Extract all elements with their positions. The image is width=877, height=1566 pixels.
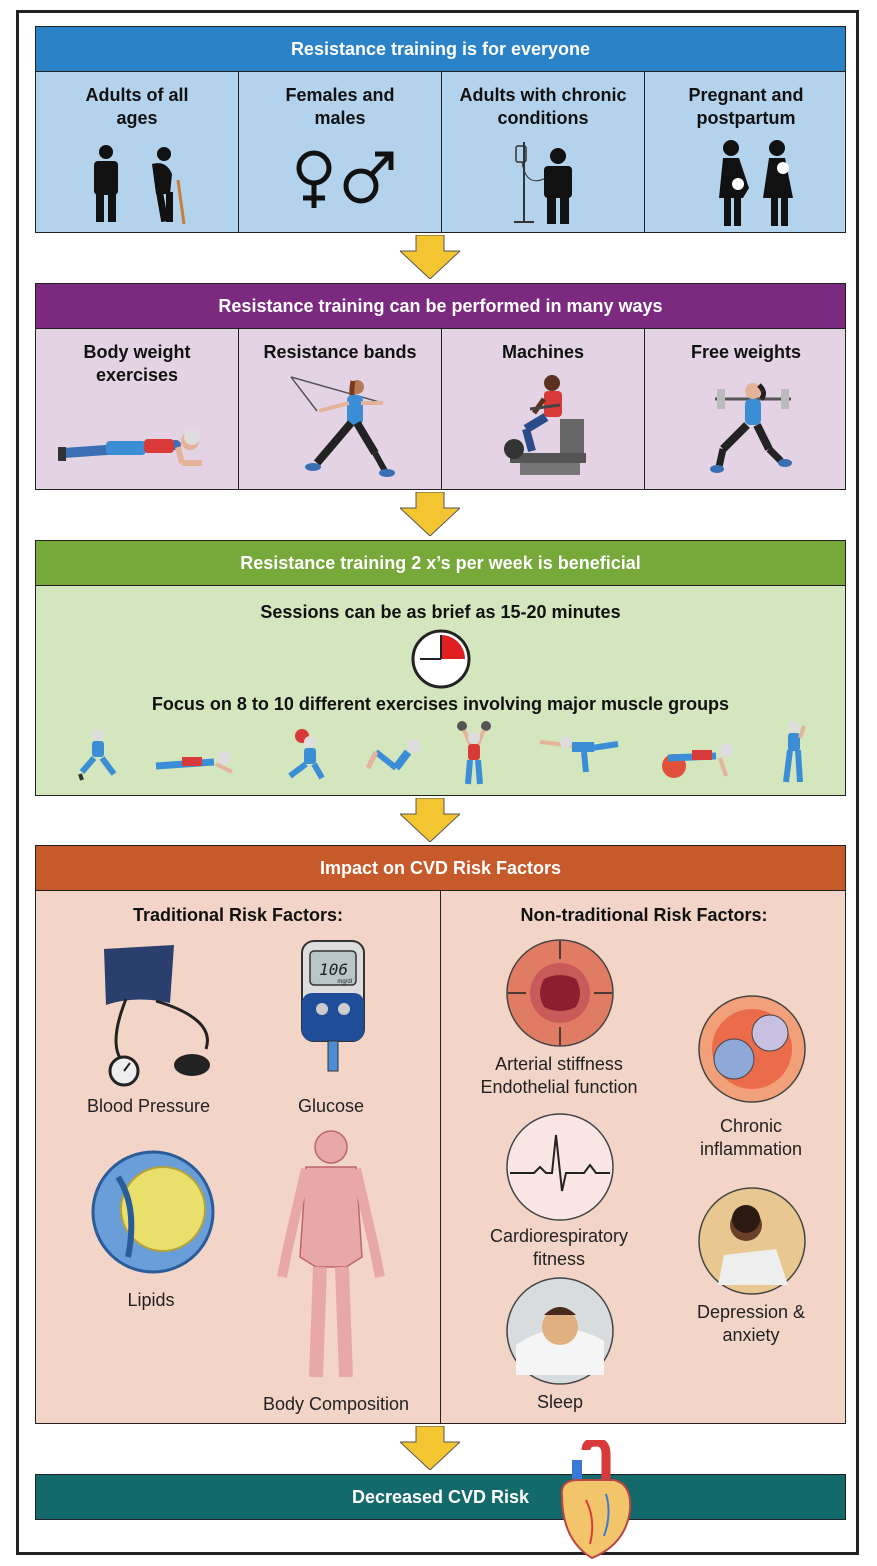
cell-label: Machines: [501, 342, 585, 362]
curl-figure-icon: [783, 721, 806, 783]
plank-figure-icon: [155, 751, 233, 774]
cell-label: Free weights: [690, 342, 802, 362]
cell-label: Body weight exercises: [83, 342, 191, 385]
cell-females-males: Females and males: [238, 72, 441, 232]
cell-pregnant: Pregnant and postpartum: [644, 72, 847, 232]
clock-icon: [411, 629, 471, 689]
inflammation-label: Chronic inflammation: [699, 1116, 803, 1159]
heart-icon: [560, 1440, 632, 1560]
section4-panel: Traditional Risk Factors: Blood Pressure…: [35, 891, 846, 1424]
cell-adults: Adults of all ages: [36, 72, 238, 232]
glucose-label: Glucose: [297, 1096, 365, 1116]
cell-bodyweight: Body weight exercises: [36, 329, 238, 489]
exercise-figures-row: [66, 720, 826, 786]
section3-header: Resistance training 2 x’s per week is be…: [35, 540, 846, 586]
adults-icon: [94, 145, 186, 224]
lunge-figure-icon: [78, 729, 117, 781]
ball-exercise-figure-icon: [662, 743, 733, 778]
arrow-down-icon: [400, 235, 460, 279]
infographic-frame: [16, 10, 859, 1555]
section3-panel: Sessions can be as brief as 15-20 minute…: [35, 586, 846, 796]
section5-title: Decreased CVD Risk: [351, 1486, 530, 1507]
section4-header: Impact on CVD Risk Factors: [35, 845, 846, 891]
cell-label: Pregnant and postpartum: [688, 85, 804, 128]
traditional-title: Traditional Risk Factors:: [132, 905, 344, 925]
section1-title: Resistance training is for everyone: [290, 38, 591, 59]
dumbbell-press-figure-icon: [457, 721, 491, 785]
section1-panel: Adults of all ages Females and males Adu…: [35, 72, 846, 233]
glucose-meter-icon: 106 mg/dl: [301, 940, 365, 1072]
artery-cross-section-icon: [506, 939, 614, 1047]
depression-person-icon: [698, 1187, 806, 1295]
cell-chronic: Adults with chronic conditions: [441, 72, 644, 232]
depression-label: Depression & anxiety: [696, 1302, 806, 1345]
blood-pressure-cuff-icon: [104, 945, 210, 1087]
section2-panel: Body weight exercises Resistance bands M…: [35, 329, 846, 490]
plank-person-icon: [58, 429, 202, 466]
resistance-band-person-icon: [290, 376, 395, 477]
balance-figure-icon: [539, 736, 619, 773]
cardio-label: Cardiorespiratory fitness: [489, 1226, 629, 1269]
sleep-label: Sleep: [536, 1392, 584, 1412]
sleep-person-icon: [506, 1277, 614, 1385]
iv-pole-person-icon: [514, 142, 572, 224]
arrow-down-icon: [400, 492, 460, 536]
gender-symbols-icon: [296, 150, 394, 208]
machine-person-icon: [504, 375, 586, 475]
cell-label: Adults of all ages: [85, 85, 189, 128]
cell-label: Females and males: [285, 85, 395, 128]
ecg-trace-icon: [506, 1113, 614, 1221]
lipid-particle-icon: [91, 1150, 215, 1274]
focus-text: Focus on 8 to 10 different exercises inv…: [151, 694, 730, 714]
inflammation-cells-icon: [698, 995, 806, 1103]
nontraditional-title: Non-traditional Risk Factors:: [520, 905, 768, 925]
blood-pressure-label: Blood Pressure: [86, 1096, 211, 1116]
cell-label: Adults with chronic conditions: [459, 85, 627, 128]
barbell-person-icon: [710, 383, 792, 473]
body-composition-label: Body Composition: [262, 1394, 410, 1414]
session-text: Sessions can be as brief as 15-20 minute…: [260, 602, 621, 622]
section5-header: Decreased CVD Risk: [35, 1474, 846, 1520]
glucose-unit: mg/dl: [337, 979, 352, 985]
situp-figure-icon: [365, 739, 421, 771]
glucose-reading: 106: [319, 960, 348, 979]
section4-title: Impact on CVD Risk Factors: [319, 857, 562, 878]
column-divider: [440, 891, 441, 1424]
cell-label: Resistance bands: [263, 342, 417, 362]
cell-bands: Resistance bands: [238, 329, 441, 489]
cell-freeweights: Free weights: [644, 329, 847, 489]
section1-header: Resistance training is for everyone: [35, 26, 846, 72]
section2-title: Resistance training can be performed in …: [218, 295, 663, 316]
cell-machines: Machines: [441, 329, 644, 489]
arterial-label: Arterial stiffness Endothelial function: [480, 1054, 638, 1097]
arrow-down-icon: [400, 1426, 460, 1470]
lipids-label: Lipids: [127, 1290, 175, 1310]
kneeling-lift-figure-icon: [288, 729, 325, 780]
body-composition-icon: [277, 1130, 385, 1378]
pregnant-postpartum-icon: [719, 140, 793, 226]
section3-title: Resistance training 2 x’s per week is be…: [240, 552, 641, 573]
section2-header: Resistance training can be performed in …: [35, 283, 846, 329]
arrow-down-icon: [400, 798, 460, 842]
